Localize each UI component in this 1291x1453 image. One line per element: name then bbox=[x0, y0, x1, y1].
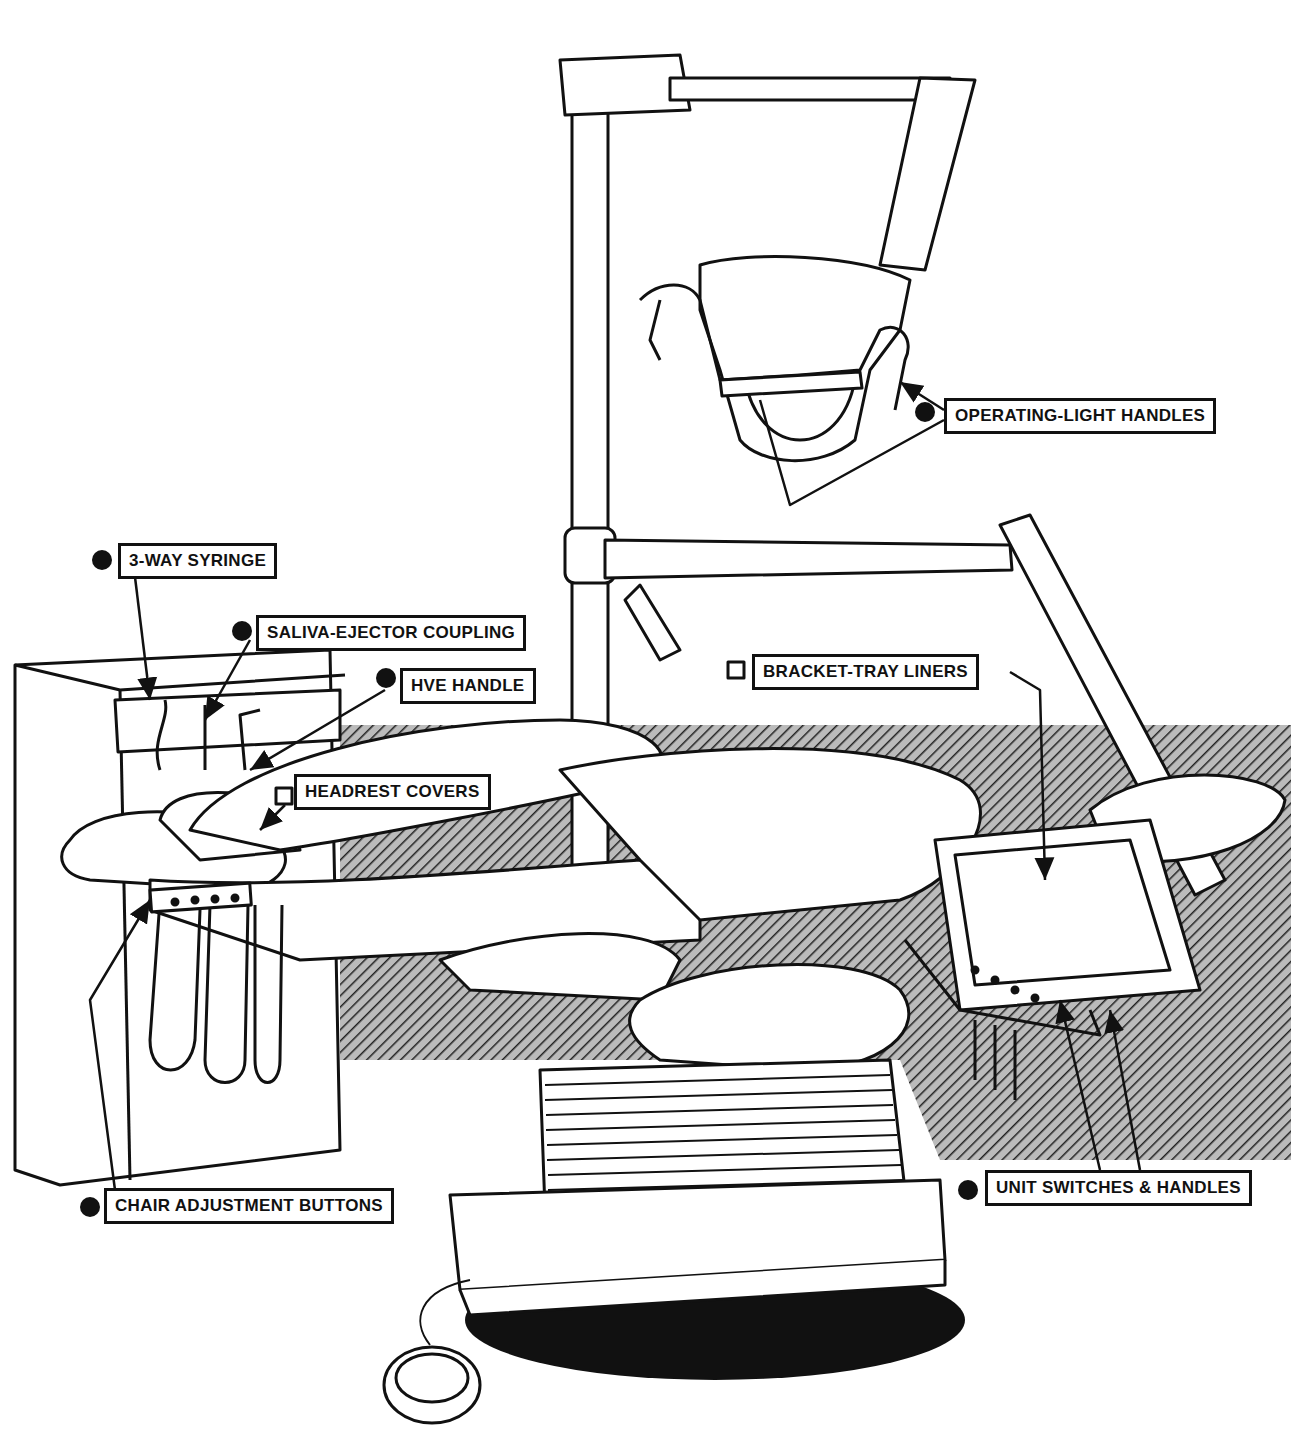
callout-box: CHAIR ADJUSTMENT BUTTONS bbox=[104, 1188, 394, 1224]
callout-text: SALIVA-EJECTOR COUPLING bbox=[267, 622, 515, 644]
callout-text: CHAIR ADJUSTMENT BUTTONS bbox=[115, 1195, 383, 1217]
callout-box: HEADREST COVERS bbox=[294, 774, 491, 810]
callout-text: OPERATING-LIGHT HANDLES bbox=[955, 405, 1205, 427]
callout-box: 3-WAY SYRINGE bbox=[118, 543, 277, 579]
callout-box: SALIVA-EJECTOR COUPLING bbox=[256, 615, 526, 651]
callout-box: HVE HANDLE bbox=[400, 668, 536, 704]
callout-box: BRACKET-TRAY LINERS bbox=[752, 654, 979, 690]
callout-box: UNIT SWITCHES & HANDLES bbox=[985, 1170, 1252, 1206]
callout-text: 3-WAY SYRINGE bbox=[129, 550, 266, 572]
callout-text: BRACKET-TRAY LINERS bbox=[763, 661, 968, 683]
callout-text: HVE HANDLE bbox=[411, 675, 525, 697]
callout-text: UNIT SWITCHES & HANDLES bbox=[996, 1177, 1241, 1199]
callout-box: OPERATING-LIGHT HANDLES bbox=[944, 398, 1216, 434]
callout-text: HEADREST COVERS bbox=[305, 781, 480, 803]
